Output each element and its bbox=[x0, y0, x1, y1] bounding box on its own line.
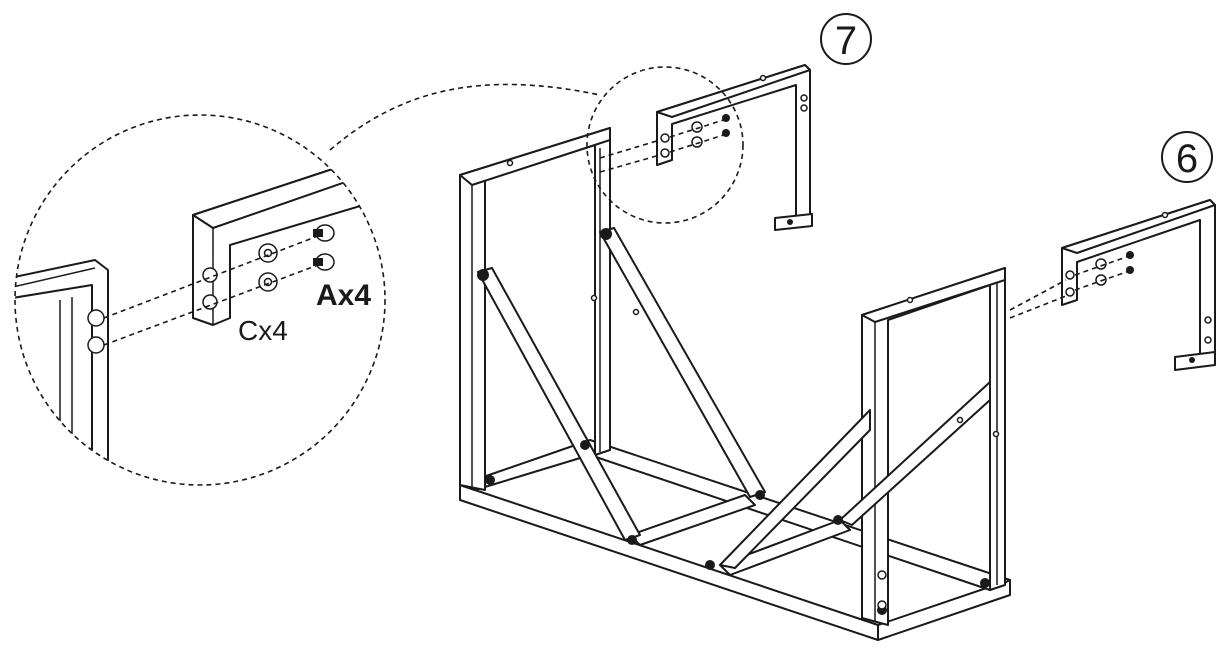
base-crossbar-1 bbox=[629, 494, 756, 546]
detail-label-screws: Ax4 bbox=[316, 279, 371, 312]
right-brace-2 bbox=[839, 381, 991, 526]
callout-6-label: 6 bbox=[1176, 137, 1198, 181]
base-rail-front bbox=[459, 484, 879, 641]
callout-part-6 bbox=[1161, 131, 1213, 183]
right-brace-1 bbox=[719, 409, 871, 569]
main-frame bbox=[459, 127, 1011, 641]
zoom-link-arc bbox=[329, 83, 601, 151]
part-6-bracket bbox=[1061, 199, 1216, 371]
left-top-rail bbox=[459, 127, 611, 186]
screw-upper bbox=[313, 224, 335, 242]
screw-lower bbox=[313, 253, 335, 271]
zoom-source-circle bbox=[586, 66, 744, 224]
base-rail-right bbox=[877, 579, 1011, 641]
part-7-bracket bbox=[656, 64, 813, 231]
callout-part-7 bbox=[820, 13, 872, 65]
callout-7-label: 7 bbox=[835, 19, 857, 63]
detail-label-washers: Cx4 bbox=[238, 315, 288, 346]
left-brace-1 bbox=[477, 267, 641, 541]
base-crossbar-2 bbox=[719, 519, 851, 576]
right-top-rail bbox=[861, 267, 1006, 323]
